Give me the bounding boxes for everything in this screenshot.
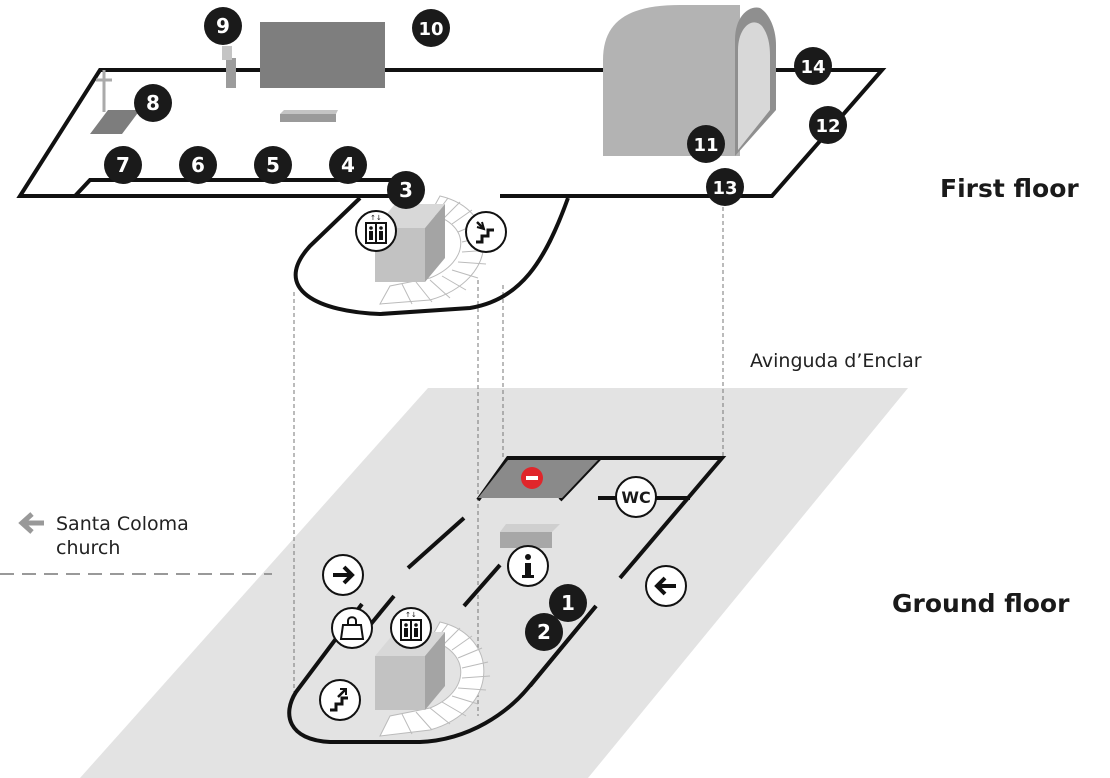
marker-circle — [687, 125, 725, 163]
exhibit-8-plate — [90, 110, 140, 134]
stairs-up-icon — [319, 679, 361, 721]
first-floor — [16, 5, 887, 317]
exhibit-9-object — [226, 58, 236, 88]
marker-circle — [179, 146, 217, 184]
cross-icon — [96, 70, 112, 112]
church-label-line2: church — [56, 537, 121, 559]
marker-circle — [387, 171, 425, 209]
marker-7: 7 — [104, 146, 142, 184]
marker-number: 11 — [693, 135, 718, 156]
display-slab — [280, 114, 336, 122]
marker-circle — [412, 9, 450, 47]
street-label: Avinguda d’Enclar — [750, 350, 922, 372]
church-label-line1: Santa Coloma — [56, 513, 189, 535]
marker-circle — [549, 584, 587, 622]
marker-number: 3 — [399, 178, 413, 202]
stairs-down-icon — [465, 211, 507, 253]
marker-number: 7 — [116, 153, 130, 177]
marker-circle — [329, 146, 367, 184]
marker-13: 13 — [706, 168, 744, 206]
elevator-icon: ↑↓ — [355, 210, 397, 252]
marker-10: 10 — [412, 9, 450, 47]
marker-3: 3 — [387, 171, 425, 209]
marker-number: 6 — [191, 153, 205, 177]
marker-circle — [254, 146, 292, 184]
marker-6: 6 — [179, 146, 217, 184]
marker-circle — [134, 84, 172, 122]
shopping-bag-icon — [331, 607, 373, 649]
marker-circle — [204, 7, 242, 45]
no-entry-icon — [521, 467, 543, 489]
marker-number: 5 — [266, 153, 280, 177]
ground-floor-label: Ground floor — [892, 589, 1070, 618]
marker-4: 4 — [329, 146, 367, 184]
church-label: Santa Coloma church — [56, 512, 189, 560]
arrow-left-icon — [18, 512, 44, 534]
ground-inner-wall — [462, 563, 502, 608]
marker-14: 14 — [794, 47, 832, 85]
marker-9: 9 — [204, 7, 242, 45]
wc-label: WC — [621, 488, 650, 507]
info-icon — [507, 545, 549, 587]
marker-12: 12 — [809, 106, 847, 144]
marker-circle — [525, 613, 563, 651]
marker-circle — [794, 47, 832, 85]
marker-circle — [104, 146, 142, 184]
svg-text:↑↓: ↑↓ — [405, 611, 417, 619]
marker-5: 5 — [254, 146, 292, 184]
marker-circle — [809, 106, 847, 144]
marker-11: 11 — [687, 125, 725, 163]
first-floor-corridor — [73, 178, 395, 198]
first-floor-outline — [16, 68, 398, 198]
marker-number: 12 — [815, 116, 840, 137]
marker-number: 9 — [216, 14, 230, 38]
ground-floor-staircase — [379, 621, 491, 737]
first-floor-stair-lobe — [293, 196, 570, 317]
marker-number: 10 — [418, 19, 443, 40]
marker-2: 2 — [525, 613, 563, 651]
marker-circle — [706, 168, 744, 206]
wc-icon: WC — [615, 476, 657, 518]
info-desk — [500, 524, 560, 548]
marker-number: 1 — [561, 591, 575, 615]
svg-text:↑↓: ↑↓ — [370, 214, 382, 222]
marker-8: 8 — [134, 84, 172, 122]
marker-number: 4 — [341, 153, 355, 177]
marker-number: 14 — [800, 57, 825, 78]
marker-number: 13 — [712, 178, 737, 199]
marker-1: 1 — [549, 584, 587, 622]
arch-structure — [603, 5, 776, 157]
arrow-left-icon — [645, 565, 687, 607]
marker-number: 8 — [146, 91, 160, 115]
exhibit-panel-10 — [260, 22, 385, 88]
elevator-icon: ↑↓ — [390, 607, 432, 649]
first-floor-label: First floor — [940, 174, 1079, 203]
marker-number: 2 — [537, 620, 551, 644]
arrow-right-icon — [322, 554, 364, 596]
ground-floor-outline-bottom — [287, 602, 598, 744]
